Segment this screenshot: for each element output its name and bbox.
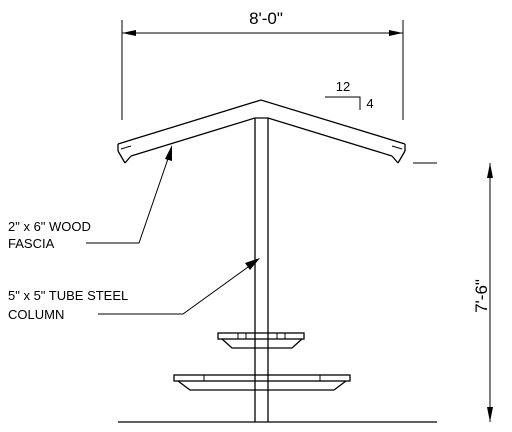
slope-run-label: 12	[336, 79, 350, 94]
column-callout-line2: COLUMN	[8, 307, 64, 322]
column-callout: 5" x 5" TUBE STEEL COLUMN	[8, 258, 260, 322]
fascia-callout-line2: FASCIA	[8, 236, 55, 251]
width-dimension-label: 8'-0"	[249, 9, 283, 28]
height-dimension: 7'-6"	[413, 162, 493, 422]
slope-rise-label: 4	[366, 96, 373, 111]
table-top	[217, 332, 305, 349]
roof	[117, 99, 406, 164]
fascia-callout: 2" x 6" WOOD FASCIA	[8, 145, 172, 251]
arrowhead-left-icon	[122, 30, 136, 36]
fascia-callout-line1: 2" x 6" WOOD	[8, 219, 91, 234]
slope-indicator: 12 4	[325, 79, 374, 111]
arrowhead-up-icon	[487, 163, 493, 178]
steel-column	[254, 118, 269, 422]
arrowhead-down-icon	[487, 407, 493, 422]
fascia-leader-arrow-icon	[165, 145, 172, 161]
width-dimension: 8'-0"	[121, 9, 404, 120]
bench	[173, 374, 351, 391]
column-callout-line1: 5" x 5" TUBE STEEL	[8, 288, 128, 303]
arrowhead-right-icon	[389, 30, 403, 36]
column-leader-arrow-icon	[245, 258, 260, 270]
height-dimension-label: 7'-6"	[472, 279, 491, 313]
slope-triangle-icon	[325, 96, 361, 110]
